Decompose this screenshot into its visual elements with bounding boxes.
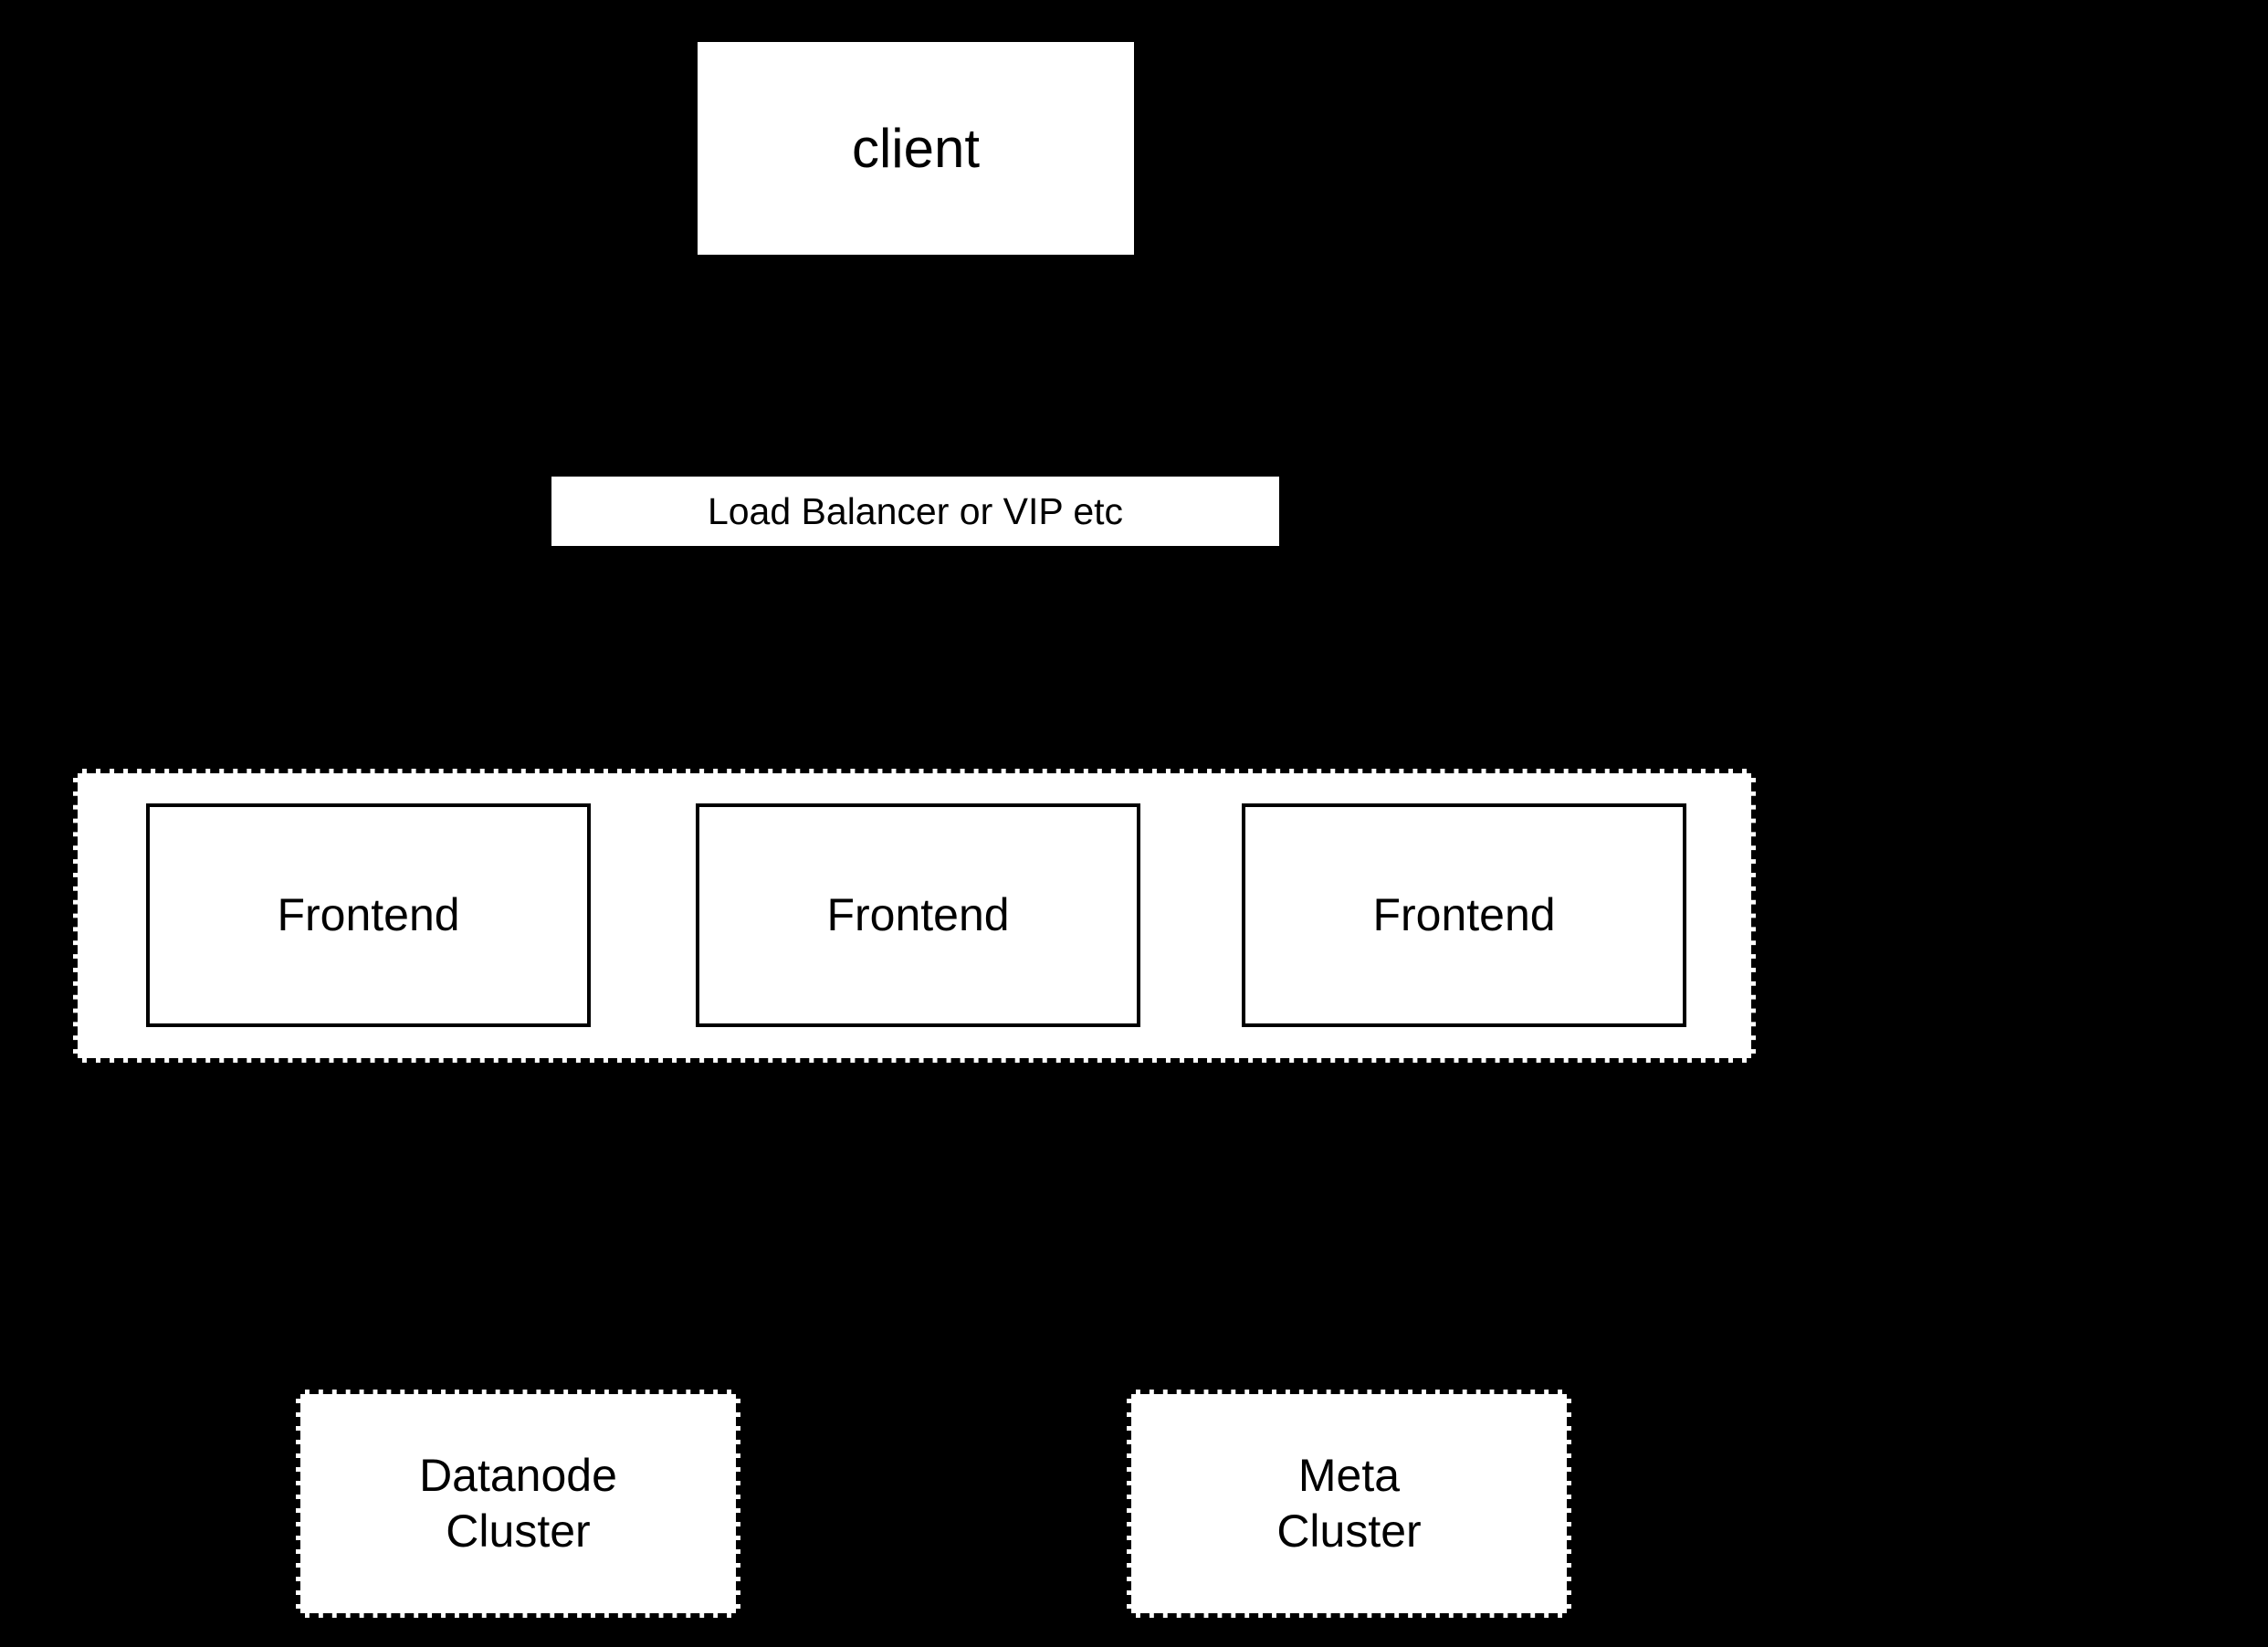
node-frontend-2-label: Frontend [826,889,1010,940]
node-datanode-cluster[interactable]: Datanode Cluster [296,1390,740,1618]
node-frontend-2[interactable]: Frontend [696,803,1140,1027]
node-load-balancer-label: Load Balancer or VIP etc [707,489,1124,532]
node-frontend-1-label: Frontend [277,889,460,940]
node-meta-cluster[interactable]: Meta Cluster [1127,1390,1571,1618]
node-meta-cluster-label: Meta Cluster [1276,1450,1422,1557]
node-frontend-1[interactable]: Frontend [146,803,591,1027]
node-client-label: client [851,117,981,179]
node-client[interactable]: client [698,42,1134,255]
node-load-balancer[interactable]: Load Balancer or VIP etc [551,477,1279,546]
node-frontend-3[interactable]: Frontend [1242,803,1686,1027]
node-datanode-cluster-label: Datanode Cluster [419,1450,617,1557]
node-frontend-3-label: Frontend [1372,889,1556,940]
